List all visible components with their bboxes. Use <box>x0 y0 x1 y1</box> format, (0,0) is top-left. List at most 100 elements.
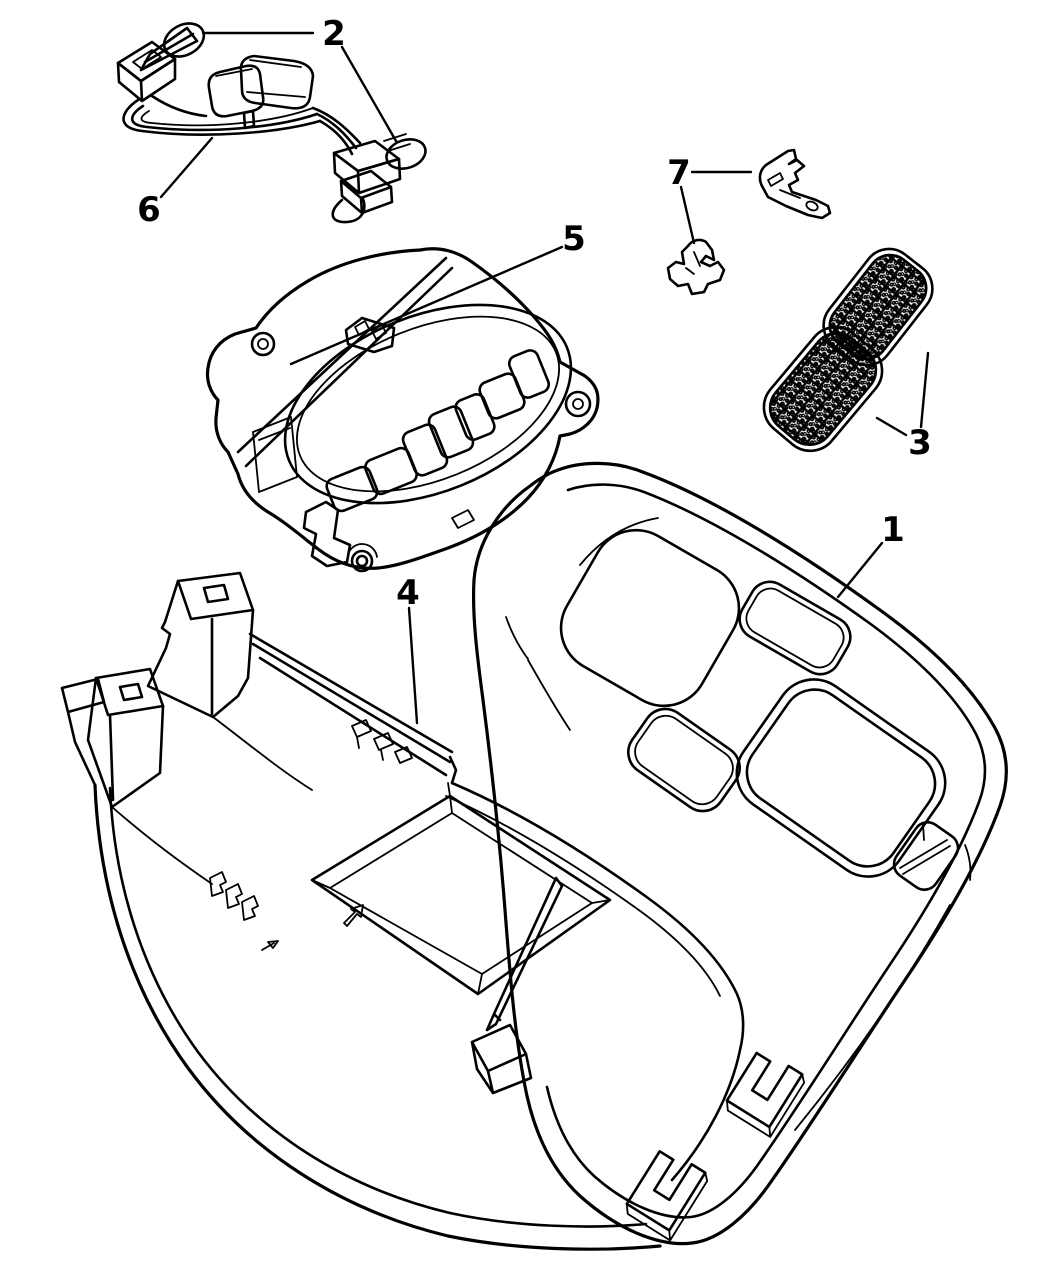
divider-blade <box>485 876 564 1032</box>
tray-back-wall <box>111 716 313 885</box>
socket-right-lower <box>339 169 394 215</box>
bottom-foot <box>302 500 352 568</box>
lens-opening-inner <box>634 714 734 806</box>
side-flange <box>60 677 106 787</box>
callout-label: 1 <box>881 510 905 550</box>
callout-label: 2 <box>322 14 346 54</box>
console-housing-part-shape <box>559 528 741 708</box>
switch-pod-module-part <box>205 247 600 573</box>
bulb-right <box>385 138 427 170</box>
bottom-boss <box>355 554 369 568</box>
mounting-frame-part <box>60 571 745 1251</box>
rim-clip <box>209 871 259 921</box>
rail <box>248 632 454 777</box>
bottom-latch <box>725 1051 804 1129</box>
bottom-latch <box>625 1150 707 1232</box>
bin-floor <box>311 795 611 995</box>
callout-lamp-lens: 3 <box>875 351 932 463</box>
display-opening <box>559 528 741 708</box>
bottom-latch-depth <box>726 1073 806 1138</box>
rim-crease <box>527 659 571 731</box>
rim-arc <box>964 844 972 881</box>
door-latch-lines <box>899 823 951 875</box>
callout-bulb: 2 <box>201 14 398 143</box>
rail-end <box>448 755 458 785</box>
callout-leader-line <box>679 185 696 245</box>
bottom-boss <box>350 549 374 573</box>
callout-overhead-console-housing: 1 <box>836 510 905 599</box>
connector-block <box>207 64 265 118</box>
display-opening-inner <box>579 517 659 566</box>
connector-block-line <box>215 68 253 77</box>
button <box>401 423 449 477</box>
tray-rim-inner <box>108 786 648 1228</box>
housing-inner-rim <box>545 483 987 1219</box>
console-housing-part-shape <box>627 707 741 813</box>
top-tab <box>344 316 396 354</box>
tower <box>94 667 165 717</box>
connector-peg <box>242 109 256 130</box>
door-opening <box>735 678 947 878</box>
console-housing-part <box>471 461 1008 1246</box>
tower <box>176 571 255 621</box>
clip-bracket <box>758 148 832 220</box>
wire <box>311 106 362 156</box>
callout-retainer-clip: 7 <box>667 153 753 245</box>
screw-boss <box>564 390 592 418</box>
clip-hole <box>805 200 819 212</box>
wire <box>122 98 322 136</box>
clip-slot <box>767 172 801 199</box>
divider-wedge <box>470 1023 533 1095</box>
clip-spring-lines <box>685 251 701 275</box>
lens-rim <box>762 325 884 453</box>
callout-leader-line <box>289 245 564 366</box>
bin-step <box>447 782 451 797</box>
bottom-latch-depth <box>625 1171 709 1242</box>
callout-mounting-frame-tray: 4 <box>396 573 420 725</box>
tray-right-edge-inner <box>445 795 721 997</box>
callout-label: 5 <box>562 219 586 259</box>
callout-switch-pod-module: 5 <box>289 219 586 366</box>
corner-notch <box>451 509 475 529</box>
connector-block <box>239 54 315 110</box>
rim-crease <box>794 904 951 1131</box>
bezel-inner <box>296 315 560 493</box>
console-housing-part-shape <box>725 1051 806 1138</box>
rail-clip <box>351 719 413 764</box>
door-opening-inner <box>745 688 937 868</box>
callout-label: 7 <box>667 153 691 193</box>
callout-label: 4 <box>396 573 420 613</box>
side-pad <box>252 416 298 493</box>
callout-label: 3 <box>908 423 932 463</box>
callout-label: 6 <box>137 190 161 230</box>
module-frame-bar <box>236 256 454 468</box>
bin-opening <box>310 794 612 996</box>
callout-leader-line <box>919 351 930 429</box>
wiring-harness-part <box>116 22 427 224</box>
clip-spring <box>666 238 726 296</box>
callout-leader-line <box>875 416 908 437</box>
callout-leader-line <box>159 136 214 199</box>
lens-opening-inner <box>745 587 845 669</box>
socket-left-front <box>116 57 177 103</box>
wire <box>130 104 319 132</box>
callout-leader-line <box>340 45 398 143</box>
button <box>478 372 526 420</box>
tower-hole <box>118 682 144 702</box>
wire <box>140 107 314 127</box>
rim-arc <box>505 616 529 660</box>
socket-right <box>332 139 401 173</box>
callout-leader-line <box>407 606 419 725</box>
lens-opening <box>627 707 741 813</box>
screw-boss <box>572 398 584 410</box>
lens-opening <box>738 580 852 676</box>
callout-wiring-harness: 6 <box>137 136 214 230</box>
tower-body <box>146 579 255 719</box>
retainer-clips-part <box>666 148 832 296</box>
housing-outline <box>471 461 1008 1246</box>
bezel-outer <box>283 303 573 505</box>
wire <box>150 94 208 118</box>
module-outline <box>205 247 600 570</box>
